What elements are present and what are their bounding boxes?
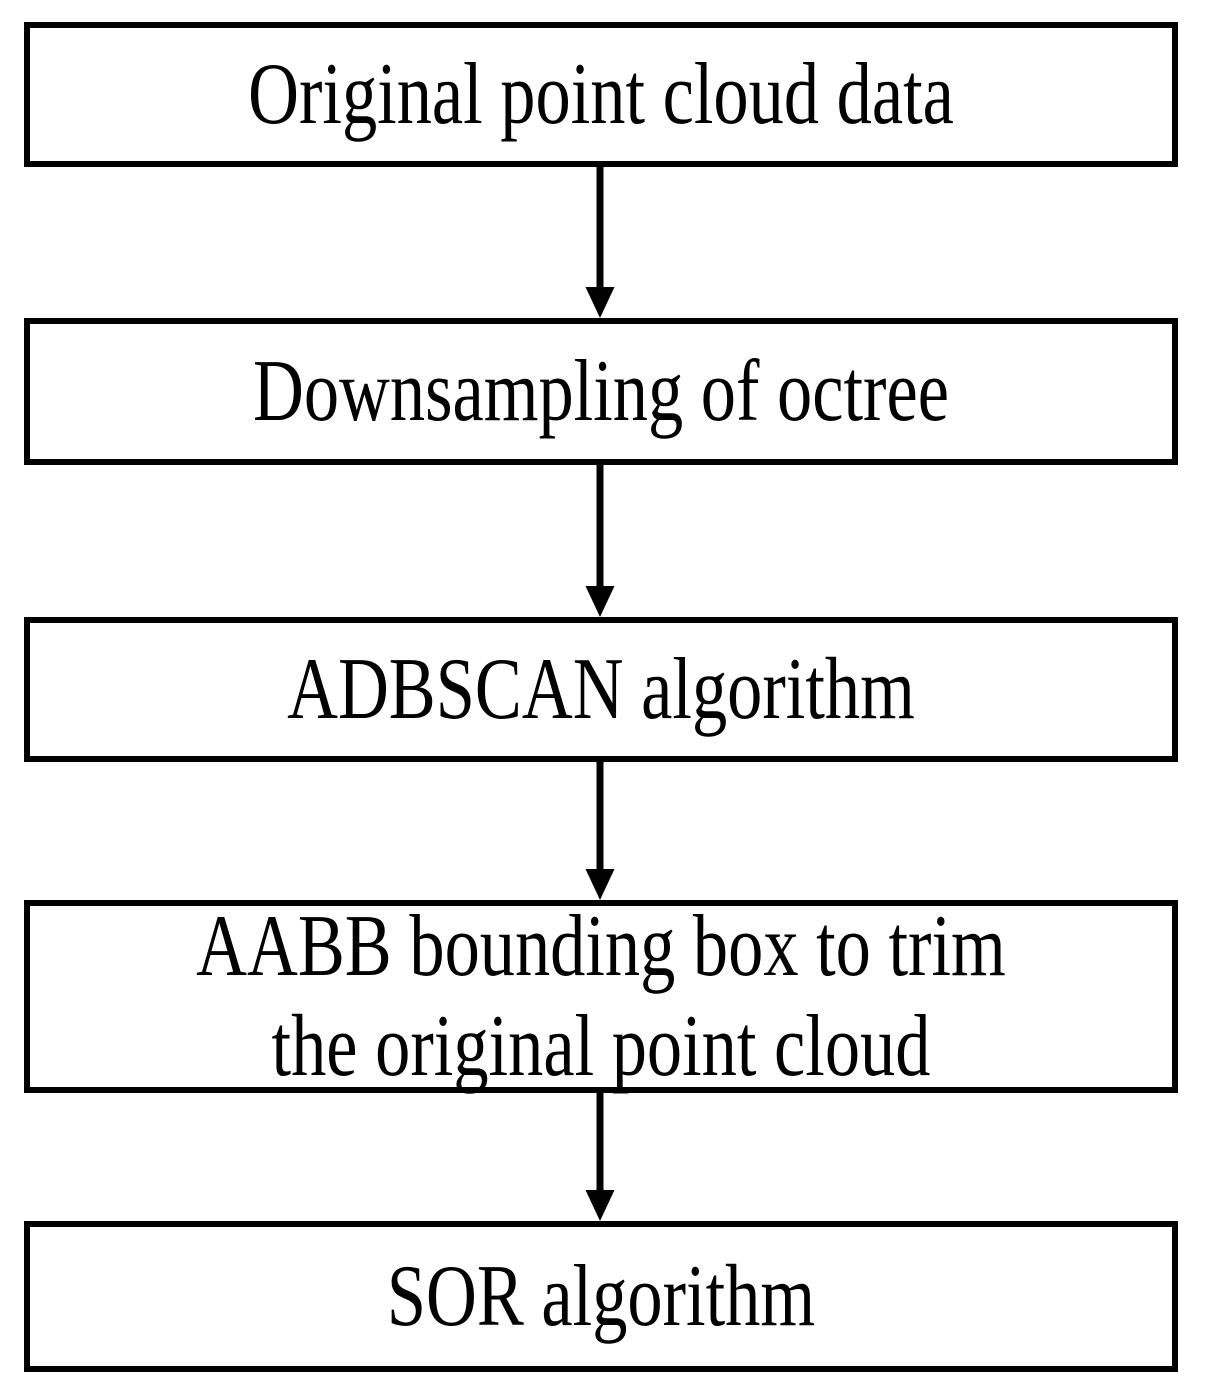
node-label: Downsampling of octree: [252, 342, 949, 440]
flowchart-node-adbscan-algorithm: ADBSCAN algorithm: [24, 617, 1178, 762]
node-label: AABB bounding box to trim the original p…: [196, 897, 1006, 1095]
flowchart-arrow-2: [572, 465, 628, 617]
flowchart-node-sor-algorithm: SOR algorithm: [24, 1221, 1178, 1372]
flowchart-arrow-1: [572, 167, 628, 318]
flowchart-arrow-3: [572, 762, 628, 900]
node-label: SOR algorithm: [386, 1247, 816, 1345]
flowchart-node-downsampling-of-octree: Downsampling of octree: [24, 318, 1178, 465]
flowchart-arrow-4: [572, 1093, 628, 1221]
node-label: Original point cloud data: [248, 45, 954, 143]
flowchart-node-original-point-cloud-data: Original point cloud data: [24, 22, 1178, 167]
node-label: ADBSCAN algorithm: [287, 640, 915, 738]
flowchart-node-aabb-bounding-box-to-trim-the-original-point-cloud: AABB bounding box to trim the original p…: [24, 898, 1178, 1095]
